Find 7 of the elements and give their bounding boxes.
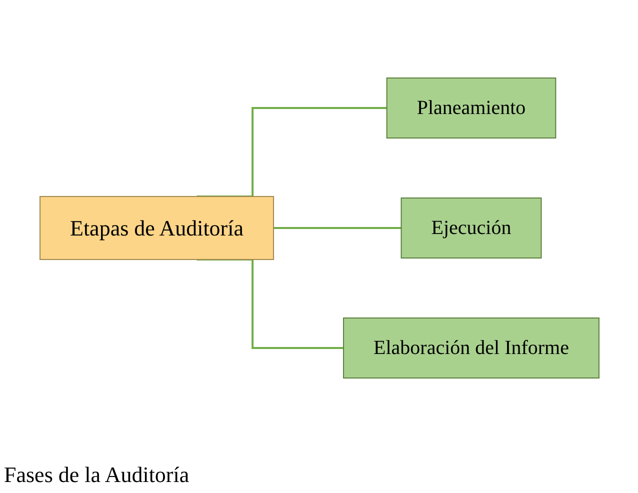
connector [273, 226, 401, 228]
caption: Fases de la Auditoría [4, 462, 190, 488]
node-box: Ejecución [400, 197, 542, 258]
node-box: Elaboración del Informe [342, 317, 599, 378]
node-box: Planeamiento [386, 77, 556, 138]
connector [196, 258, 344, 348]
node-box: Etapas de Auditoría [39, 196, 274, 260]
